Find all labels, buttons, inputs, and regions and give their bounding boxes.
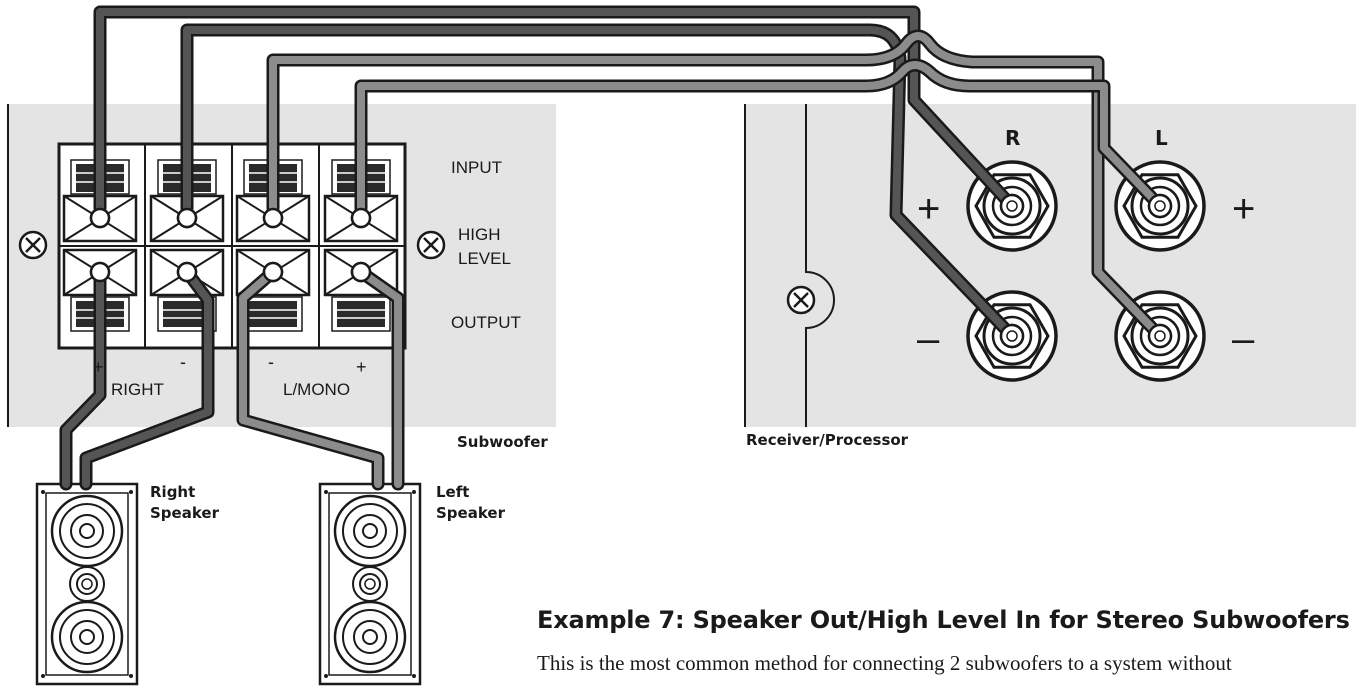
wire-input-right-plus	[93, 5, 1019, 215]
output-label: OUTPUT	[451, 313, 521, 332]
level-label: LEVEL	[458, 249, 511, 268]
receiver-panel	[745, 104, 1356, 427]
right-speaker-label-line2: Speaker	[150, 504, 220, 522]
receiver-label: Receiver/Processor	[746, 431, 909, 449]
input-label: INPUT	[451, 158, 502, 177]
high-label: HIGH	[458, 225, 501, 244]
example-body-text: This is the most common method for conne…	[537, 651, 1232, 675]
subwoofer-right-screw-icon	[416, 230, 446, 260]
wire-output-right-minus	[79, 265, 215, 491]
right-channel-label: RIGHT	[111, 380, 164, 399]
subwoofer-label: Subwoofer	[457, 433, 548, 451]
left-speaker-label-line2: Speaker	[436, 504, 506, 522]
wire-output-right-plus	[59, 265, 107, 491]
right-speaker-icon	[35, 482, 139, 686]
receiver-right-plus-sign: +	[917, 187, 940, 231]
lmono-channel-label: L/MONO	[283, 380, 350, 399]
receiver-left-minus-sign: –	[1232, 317, 1255, 361]
subwoofer-left-screw-icon	[18, 230, 48, 260]
left-speaker-icon	[318, 482, 422, 686]
receiver-left-plus-sign: +	[1232, 187, 1255, 231]
wire-input-left-minus	[266, 29, 1167, 343]
right-minus-sign: -	[180, 352, 186, 372]
receiver-right-minus-sign: –	[917, 317, 940, 361]
wire-input-left-plus	[354, 58, 1167, 215]
left-speaker-label-line1: Left	[436, 483, 469, 501]
example-title: Example 7: Speaker Out/High Level In for…	[537, 606, 1350, 634]
receiver-r-label: R	[1005, 126, 1020, 150]
receiver-panel-divider	[805, 104, 835, 427]
left-plus-sign: +	[356, 357, 367, 377]
receiver-screw-icon	[786, 285, 816, 315]
left-minus-sign: -	[268, 352, 274, 372]
wire-output-left-plus	[354, 265, 405, 491]
receiver-l-label: L	[1155, 126, 1168, 150]
right-speaker-label-line1: Right	[150, 483, 195, 501]
wire-output-left-minus	[236, 265, 385, 491]
right-plus-sign: +	[93, 357, 104, 377]
